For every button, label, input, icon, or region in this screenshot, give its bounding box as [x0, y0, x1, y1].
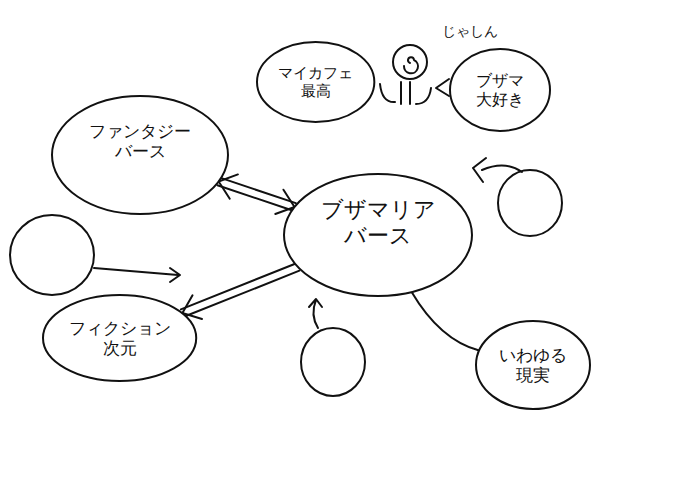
- node-text: ファンタジー バース: [86, 121, 193, 162]
- figure-label: じゃしん: [442, 24, 498, 39]
- node-text: フィクション 次元: [66, 318, 173, 359]
- text-block: ブザマ 大好き: [473, 71, 527, 109]
- text-block: マイカフェ 最高: [276, 64, 356, 100]
- figure-spiral: [404, 57, 418, 73]
- text-block: フィクション 次元: [66, 318, 173, 359]
- node-ellipse: ファンタジー バース: [51, 95, 229, 215]
- connector-line: [412, 292, 480, 351]
- node-text: ブザマリア バース: [320, 197, 437, 250]
- text-block: ファンタジー バース: [86, 121, 193, 162]
- node-ellipse: ブザマ 大好き: [449, 48, 551, 132]
- figure-head: [393, 45, 427, 79]
- empty-circle: [10, 215, 94, 295]
- node-text: いわゆる 現実: [496, 345, 569, 386]
- empty-circle: [498, 170, 562, 236]
- arrow: [473, 158, 522, 182]
- connector: [217, 174, 295, 214]
- node-text: ブザマ 大好き: [473, 71, 527, 109]
- arrow: [309, 299, 322, 328]
- bubble-pointer: [436, 79, 449, 96]
- empty-circle: [301, 328, 365, 396]
- connector: [412, 292, 480, 351]
- node-ellipse: いわゆる 現実: [475, 320, 591, 410]
- figure-body: [380, 82, 431, 104]
- node-ellipse: ブザマリア バース: [283, 173, 473, 297]
- node-text: マイカフェ 最高: [276, 64, 356, 100]
- text-block: ブザマリア バース: [320, 197, 437, 250]
- node-ellipse: マイカフェ 最高: [256, 41, 375, 123]
- arrow: [94, 268, 180, 282]
- connector-line: [184, 271, 300, 317]
- text-block: いわゆる 現実: [496, 345, 569, 386]
- node-ellipse: フィクション 次元: [42, 294, 197, 382]
- connector: [181, 263, 299, 319]
- connector-line: [181, 263, 297, 309]
